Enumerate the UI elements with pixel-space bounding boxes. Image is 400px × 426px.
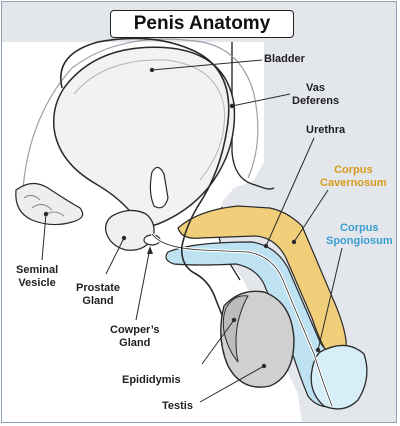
seminal-vesicle-shape [15,182,84,226]
bladder-inner-line [73,59,225,181]
anatomy-illustration [2,37,368,422]
skin-outline [231,42,275,190]
label-cowpers-gland-line2: Gland [119,337,151,349]
leader-epididymis [201,319,235,365]
label-epididymis: Epididymis [122,374,181,387]
label-corpus-cavernosum: Corpus Cavernosum [320,164,387,190]
label-testis: Testis [162,400,193,413]
leader-urethra [265,137,315,247]
leader-prostate-gland [105,237,125,275]
label-seminal-vesicle-line2: Vesicle [18,277,56,289]
label-vas-deferens-line1: Vas [306,82,326,94]
leader-corpus-spongiosum [317,247,343,351]
label-corpus-spongiosum-line1: Corpus [340,222,379,234]
leader-bladder [151,59,263,71]
bladder-shape [52,46,236,227]
label-urethra-text: Urethra [306,124,346,136]
label-epididymis-text: Epididymis [122,374,181,386]
leader-testis [199,365,265,403]
label-prostate-gland-line1: Prostate [76,282,121,294]
label-prostate-gland-line2: Gland [82,295,114,307]
page-title: Penis Anatomy [110,10,294,38]
label-vas-deferens: Vas Deferens [292,82,339,108]
label-urethra: Urethra [306,124,345,137]
urethra-outline [151,233,333,407]
label-seminal-vesicle: Seminal Vesicle [16,264,58,290]
pubic-bone [149,166,169,209]
label-corpus-spongiosum-line2: Spongiosum [326,235,393,247]
label-bladder-text: Bladder [264,53,305,65]
leader-seminal-vesicle [41,213,47,261]
leader-cowpers-gland [135,247,151,321]
label-cowpers-gland-line1: Cowper’s [110,324,160,336]
label-prostate-gland: Prostate Gland [76,282,120,308]
epididymis-shape [222,295,249,363]
pelvis-outline [21,38,259,208]
label-seminal-vesicle-line1: Seminal [16,264,59,276]
label-bladder: Bladder [264,53,305,66]
label-cowpers-gland: Cowper’s Gland [110,324,160,350]
label-corpus-cavernosum-line1: Corpus [334,164,373,176]
vas-deferens-path [60,37,230,321]
label-vas-deferens-line2: Deferens [292,95,340,107]
label-corpus-spongiosum: Corpus Spongiosum [326,222,393,248]
prostate-shape [104,209,155,251]
leader-vas-deferens [231,93,291,107]
label-testis-text: Testis [162,400,193,412]
glans-shape [310,344,368,410]
leader-corpus-cavernosum [293,189,329,243]
label-corpus-cavernosum-line2: Cavernosum [320,177,387,189]
